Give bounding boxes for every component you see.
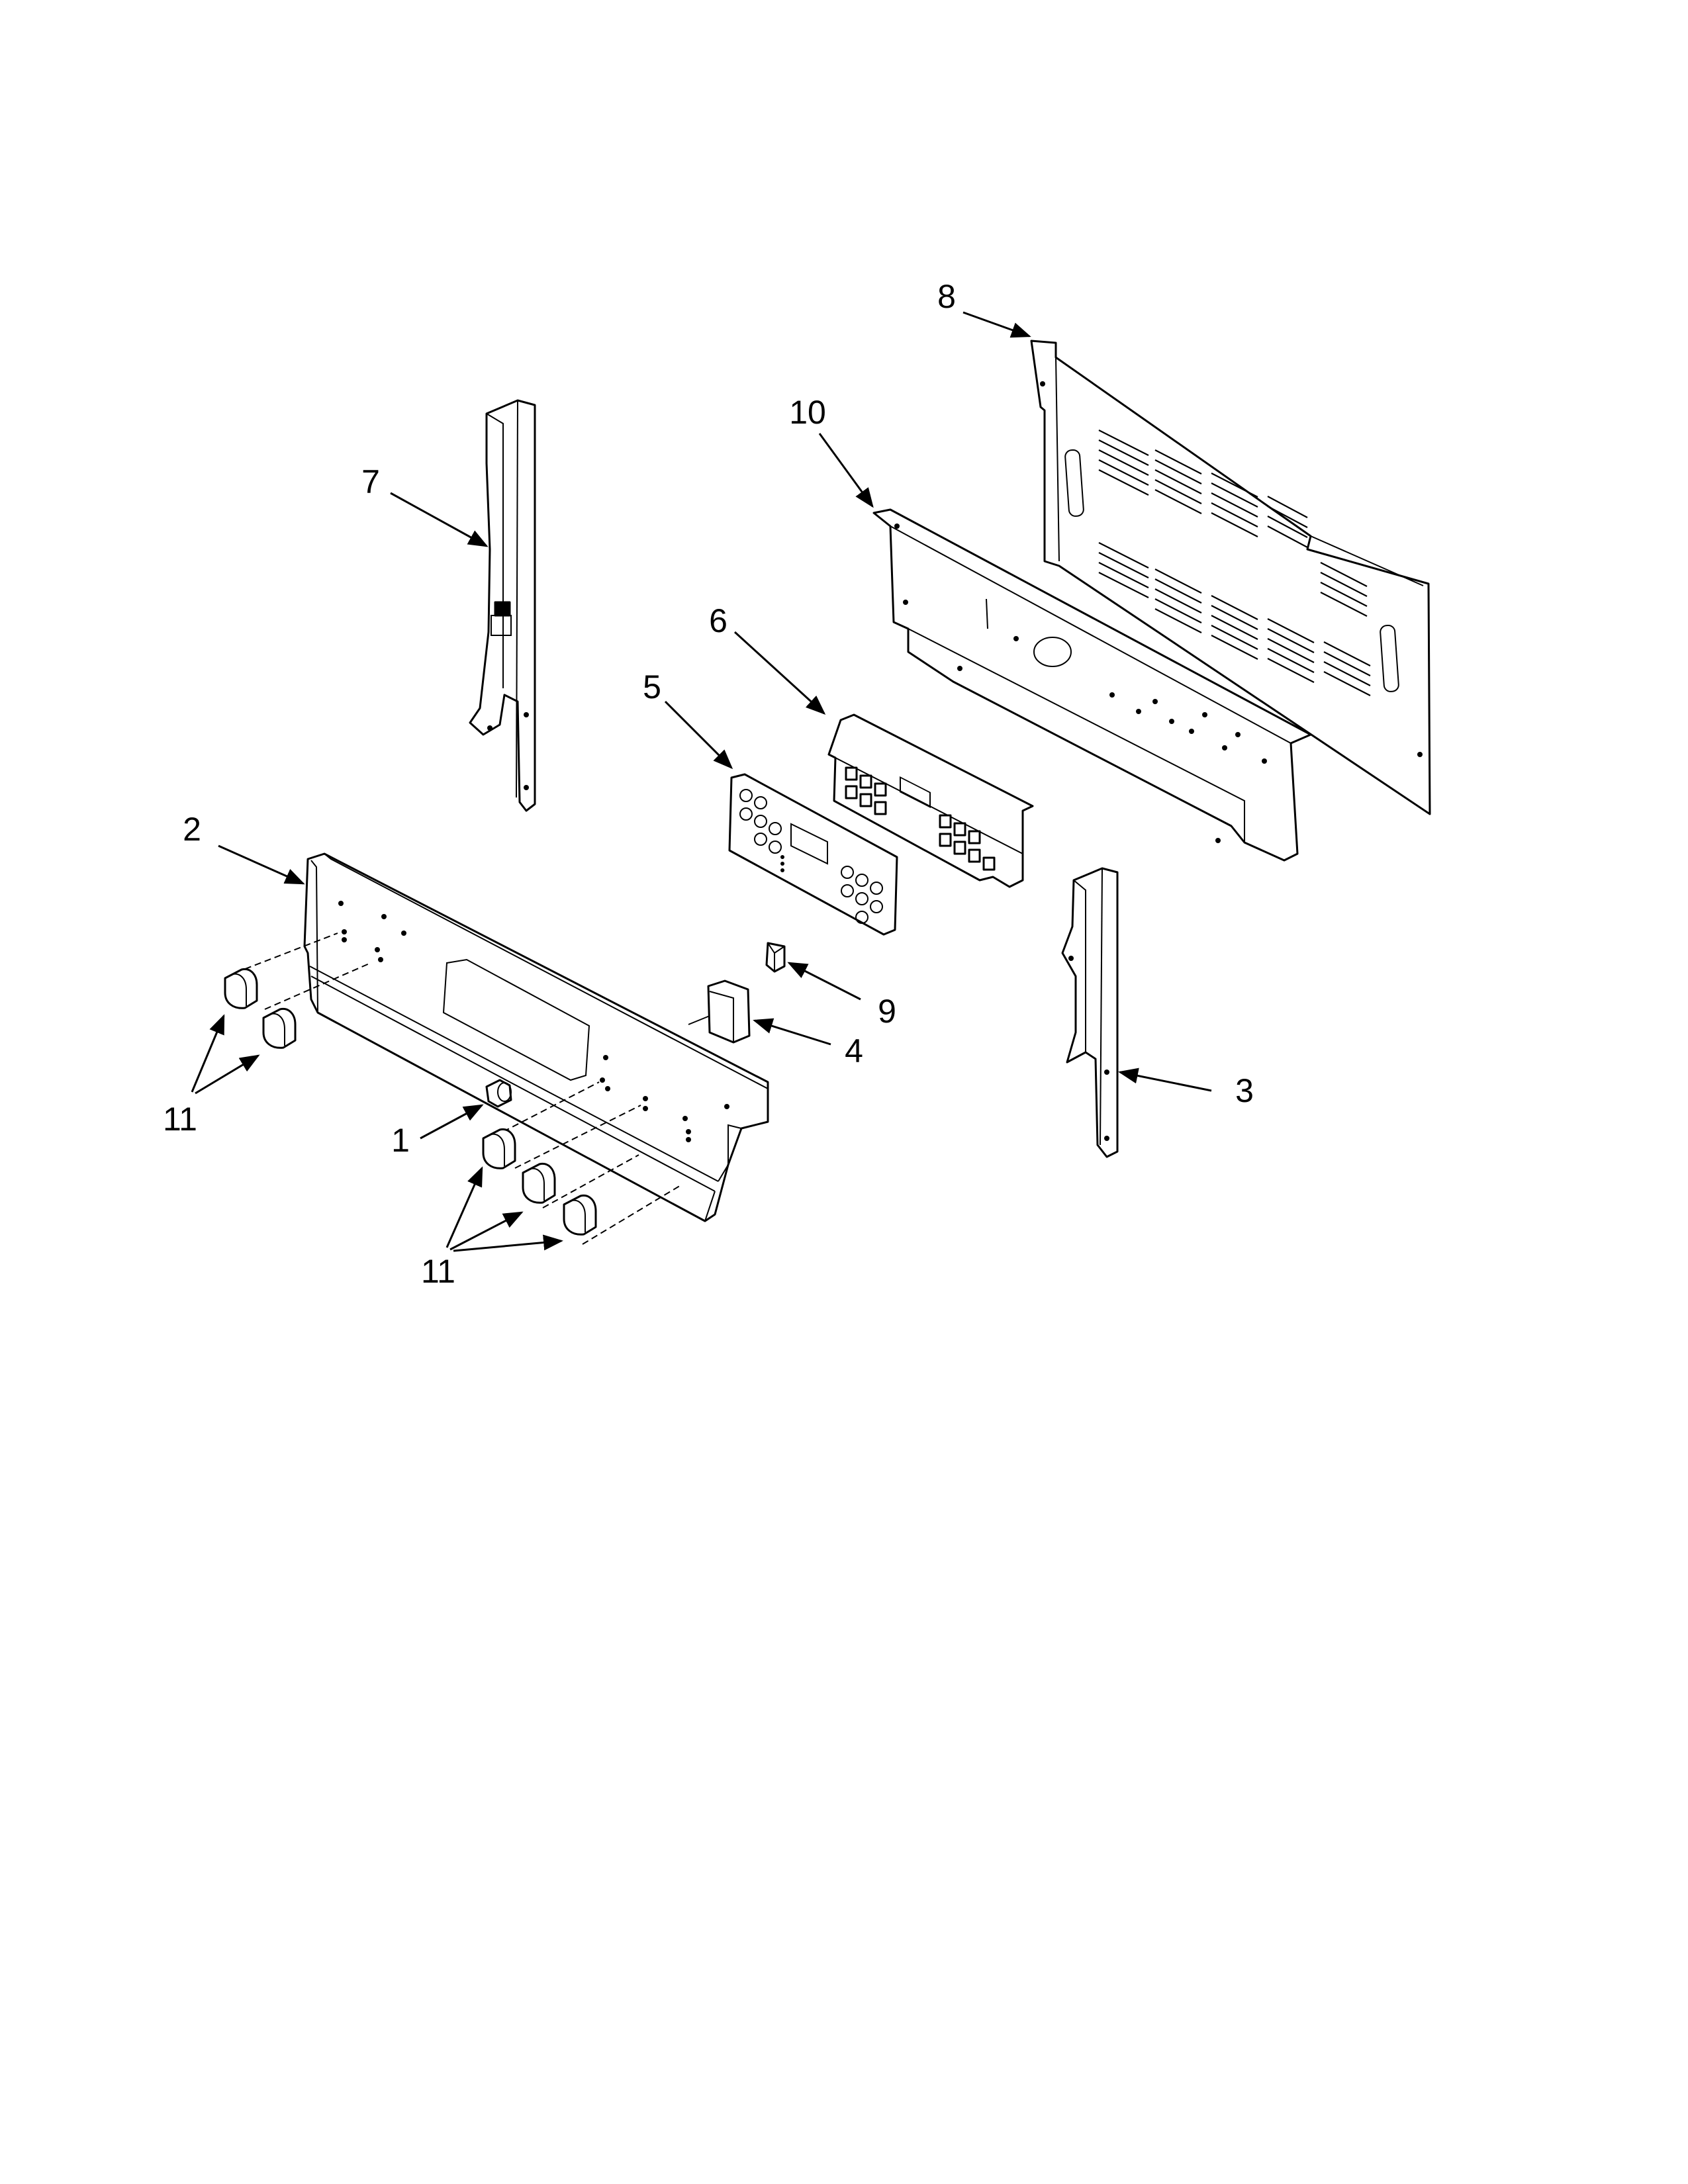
part-6-control-board	[827, 713, 1034, 888]
callout-5: 5	[643, 668, 661, 705]
overlay-buttons	[739, 789, 883, 924]
part-9-connector	[765, 942, 786, 973]
callout-8: 8	[937, 278, 956, 315]
callout-10: 10	[789, 394, 826, 431]
callout-11-bottom: 11	[421, 1253, 455, 1290]
part-10-bracket-panel	[872, 508, 1312, 862]
panel-holes	[894, 523, 1267, 843]
callout-2: 2	[183, 811, 201, 848]
part-7-left-side-trim	[469, 399, 536, 812]
callout-labels: 8 10 7 6 5 2 9 4 3 1 11 11	[163, 278, 1254, 1290]
part-4-switch	[688, 979, 751, 1044]
callout-7: 7	[361, 463, 380, 500]
callout-11-left: 11	[163, 1101, 197, 1138]
part-3-right-side-trim	[1061, 867, 1119, 1158]
callout-6: 6	[709, 602, 727, 639]
knob-1	[224, 968, 258, 1009]
part-8-rear-cover	[1030, 340, 1431, 815]
part-2-control-console	[303, 852, 769, 1222]
callout-4: 4	[845, 1032, 863, 1069]
knob-4	[522, 1162, 556, 1204]
part-5-touch-overlay	[728, 773, 898, 936]
leader-arrows	[191, 311, 1212, 1252]
knob-2	[262, 1007, 297, 1049]
knob-5	[563, 1194, 597, 1236]
console-holes	[338, 901, 729, 1142]
vent-slots	[1098, 430, 1371, 696]
callout-3: 3	[1235, 1072, 1254, 1109]
callout-9: 9	[878, 993, 896, 1030]
board-relays	[845, 766, 996, 871]
callout-1: 1	[391, 1122, 410, 1159]
part-11-knobs	[224, 968, 597, 1236]
knob-3	[482, 1128, 516, 1169]
assembly-lines	[234, 933, 682, 1245]
part-1-button	[485, 1079, 512, 1108]
